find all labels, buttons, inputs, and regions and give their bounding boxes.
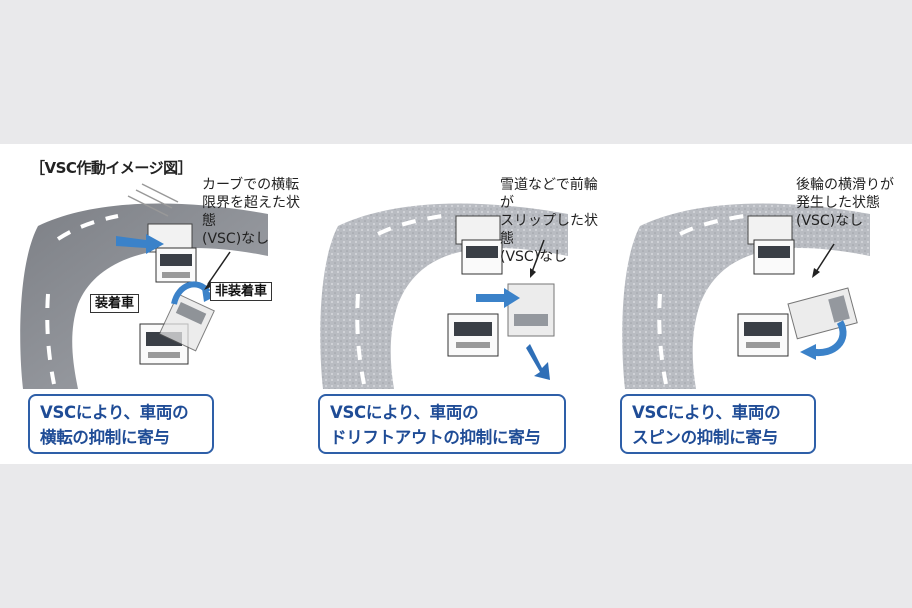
rollover-scene-illustration	[20, 183, 268, 389]
driftout-scene-illustration	[320, 203, 568, 389]
tag-equipped: 装着車	[90, 294, 140, 313]
callout-spin: 後輪の横滑りが 発生した状態 (VSC)なし	[796, 177, 894, 229]
panel-driftout: 雪道などで前輪が スリップした状態 (VSC)なし VSCにより、車両の ドリフ…	[318, 144, 608, 464]
panel-rollover: ［VSC作動イメージ図］ カーブでの横転 限界を超えた状態 (VSC)なし 装着…	[18, 144, 308, 464]
truck-icon	[147, 223, 197, 283]
vsc-figure: ［VSC作動イメージ図］ カーブでの横転 限界を超えた状態 (VSC)なし 装着…	[0, 144, 912, 464]
caption-driftout: VSCにより、車両の ドリフトアウトの抑制に寄与	[318, 394, 566, 454]
spin-scene-illustration	[622, 203, 870, 389]
callout-driftout: 雪道などで前輪が スリップした状態 (VSC)なし	[500, 177, 598, 265]
caption-spin: VSCにより、車両の スピンの抑制に寄与	[620, 394, 816, 454]
caption-rollover: VSCにより、車両の 横転の抑制に寄与	[28, 394, 214, 454]
panel-spin: 後輪の横滑りが 発生した状態 (VSC)なし VSCにより、車両の スピンの抑制…	[620, 144, 910, 464]
tag-unequipped: 非装着車	[210, 282, 273, 301]
figure-title: ［VSC作動イメージ図］	[30, 159, 193, 177]
callout-rollover: カーブでの横転 限界を超えた状態 (VSC)なし	[202, 177, 300, 247]
